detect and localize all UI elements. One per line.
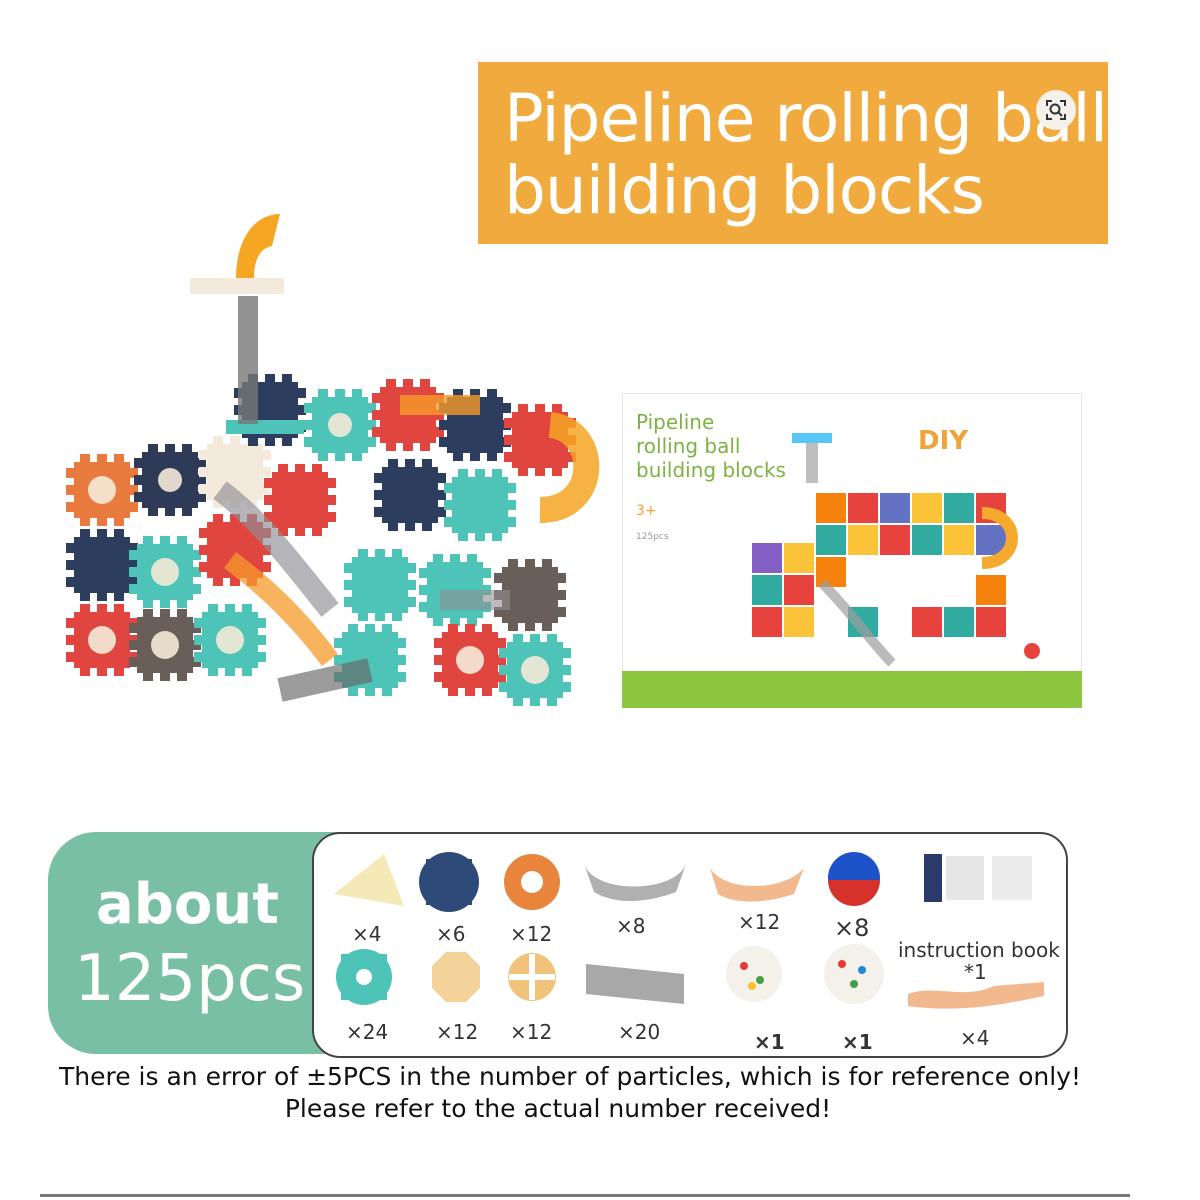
qty-octagon: ×12	[436, 1020, 479, 1044]
instruction-book-count: *1	[964, 960, 987, 984]
title-banner: Pipeline rolling ball building blocks	[478, 62, 1108, 244]
box-title-3: building blocks	[636, 458, 786, 482]
orange-gear-piece-icon	[504, 854, 560, 910]
disclaimer-line-1: There is an error of ±5PCS in the number…	[58, 1062, 1081, 1091]
title-line-2: building blocks	[504, 152, 985, 229]
piece-count: 125pcs	[74, 942, 306, 1016]
qty-teal-gear: ×24	[346, 1020, 389, 1044]
triangle-piece-icon	[334, 854, 404, 906]
qty-orange-gear: ×12	[510, 922, 553, 946]
parts-illustrations	[334, 852, 1044, 1009]
ball-icon	[828, 852, 880, 906]
box-age: 3+	[636, 503, 657, 519]
grey-curve-track-icon	[584, 864, 686, 901]
about-label: about	[96, 872, 279, 937]
octagon-window-icon	[432, 952, 480, 1002]
qty-navy-gear: ×6	[436, 922, 466, 946]
box-title-1: Pipeline	[636, 410, 714, 434]
long-curve-track-icon	[908, 982, 1044, 1009]
qty-sticker-2: ×1	[842, 1030, 873, 1054]
box-pcs: 125pcs	[636, 532, 669, 542]
qty-orange-curve: ×12	[738, 910, 781, 934]
qty-sticker-1: ×1	[754, 1030, 785, 1054]
teal-gear-piece-icon	[336, 949, 392, 1005]
title-line-1: Pipeline rolling ball	[504, 80, 1108, 157]
qty-ball: ×8	[834, 914, 870, 942]
navy-gear-piece-icon	[419, 852, 479, 912]
orange-curve-track-icon	[710, 868, 804, 902]
count-panel	[48, 832, 348, 1054]
qty-cross-window: ×12	[510, 1020, 553, 1044]
bottom-divider	[40, 1194, 1130, 1197]
box-title-2: rolling ball	[636, 434, 740, 458]
search-image-icon	[1046, 100, 1066, 120]
qty-long-curve: ×4	[960, 1026, 990, 1050]
qty-triangle: ×4	[352, 922, 382, 946]
qty-straight-track: ×20	[618, 1020, 661, 1044]
product-box-image: Pipeline rolling ball building blocks 3+…	[622, 393, 1082, 708]
qty-grey-curve: ×8	[616, 914, 646, 938]
instruction-book-label: instruction book	[898, 938, 1060, 962]
visual-search-icon[interactable]	[1036, 90, 1076, 130]
straight-track-icon	[586, 964, 684, 1004]
sticker-sheet-1-icon	[726, 946, 782, 1002]
parts-list: ×4 ×6 ×12 ×8 ×12 ×8 instruction book *1 …	[312, 832, 1068, 1058]
assembled-toy-image	[66, 214, 600, 706]
sticker-sheet-2-icon	[824, 944, 884, 1004]
cross-window-icon	[508, 953, 556, 1001]
disclaimer-line-2: Please refer to the actual number receiv…	[284, 1094, 832, 1123]
box-diy: DIY	[918, 426, 969, 456]
instruction-book-icon	[924, 854, 942, 902]
